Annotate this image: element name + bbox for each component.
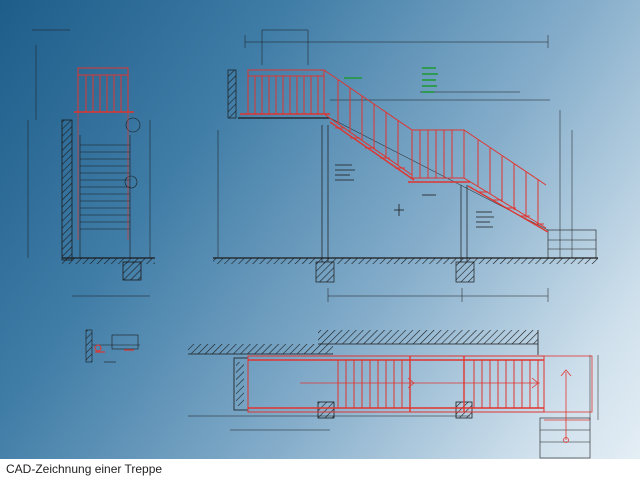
side-section-view xyxy=(27,29,155,297)
plan-view xyxy=(188,330,599,459)
side-view-steps xyxy=(79,135,131,258)
foundation-block xyxy=(122,261,142,281)
stair-cad-drawing xyxy=(27,29,599,459)
side-view-railing xyxy=(74,67,134,240)
elevation-railing xyxy=(240,69,549,233)
small-detail-view xyxy=(85,329,140,363)
elevation-view xyxy=(213,29,598,302)
cad-drawing-panel xyxy=(0,0,640,459)
ground-hatch xyxy=(62,258,155,264)
plan-view-stair-outline xyxy=(247,355,593,443)
annotation-marks xyxy=(335,164,494,228)
wall-hatch xyxy=(61,119,73,261)
green-note-block xyxy=(344,67,438,93)
image-caption: CAD-Zeichnung einer Treppe xyxy=(6,462,163,476)
